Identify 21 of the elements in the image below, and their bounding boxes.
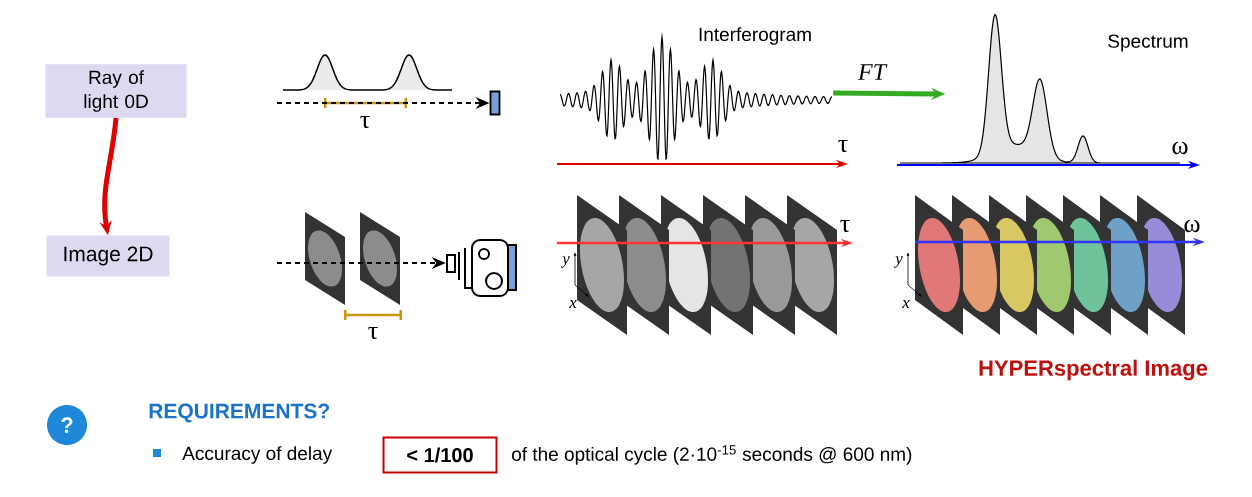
caption-text: HYPERspectral Image <box>979 359 1208 381</box>
highlight-box: < 1/100 <box>382 436 498 474</box>
greek-symbol: ω <box>1184 219 1200 233</box>
text-box: Image 2D <box>46 235 170 277</box>
greek-symbol: τ <box>360 115 370 129</box>
camera-icon <box>446 239 517 297</box>
axis-label: y <box>560 256 570 268</box>
edge-label: FT <box>856 62 888 82</box>
greek-symbol: ω <box>1172 141 1188 155</box>
axis-label: x <box>569 300 577 308</box>
greek-symbol: τ <box>368 326 378 340</box>
greek-symbol: τ <box>838 139 848 153</box>
bullet-text: Accuracy of delay <box>182 446 333 464</box>
greek-symbol: τ <box>840 219 850 233</box>
sentence-text: of the optical cycle (2·10$^{-15}$ seconds @ 600 nm) <box>512 445 912 465</box>
text-box: Ray of light 0D <box>45 64 187 118</box>
interferogram-plot: Interferogram <box>559 27 833 160</box>
axis-label: y <box>893 256 903 268</box>
axis-label: x <box>902 300 910 308</box>
detector-box <box>489 90 501 116</box>
heading: REQUIREMENTS? <box>149 403 329 423</box>
